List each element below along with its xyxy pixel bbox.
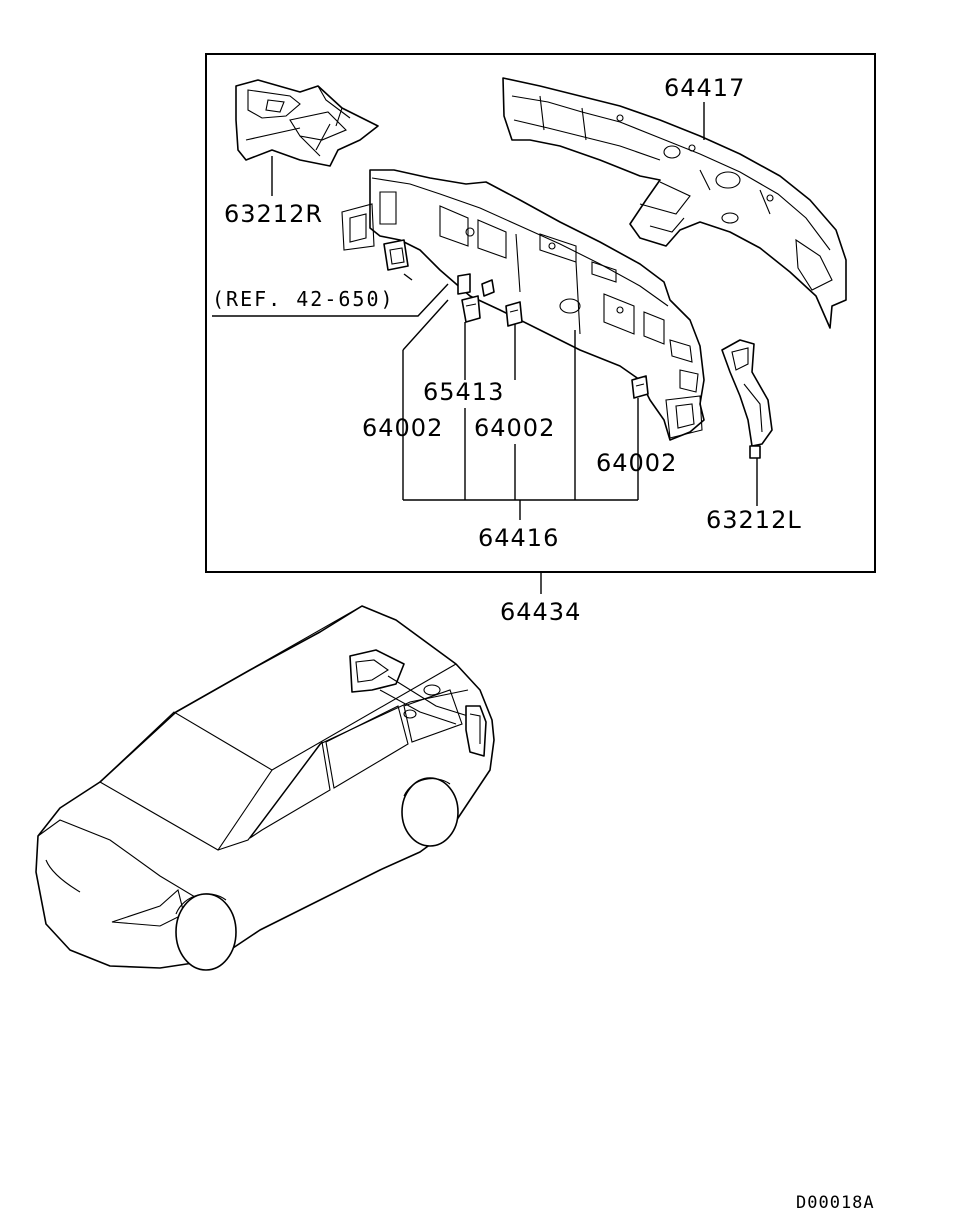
label-64417: 64417 xyxy=(664,74,745,102)
label-63212R: 63212R xyxy=(224,200,323,228)
clip-64002-left-drawing xyxy=(481,279,495,297)
part-63212R-drawing xyxy=(235,79,379,167)
clip-64002-right-drawing xyxy=(631,375,649,399)
part-64417-drawing xyxy=(502,77,847,329)
clip-65413-drawing xyxy=(457,273,481,323)
clip-64002-mid-drawing xyxy=(505,301,523,327)
ref-bracket-drawing xyxy=(383,239,409,271)
label-64002-left: 64002 xyxy=(362,414,443,442)
label-64434: 64434 xyxy=(500,598,581,626)
drawing-code: D00018A xyxy=(796,1193,875,1210)
vehicle-location-drawing xyxy=(35,605,495,971)
label-63212L: 63212L xyxy=(706,506,802,534)
part-64416-drawing xyxy=(341,169,705,441)
label-ref-42-650: (REF. 42-650) xyxy=(212,287,395,311)
part-63212L-drawing xyxy=(721,339,773,459)
label-64002-middle: 64002 xyxy=(474,414,555,442)
leader-lines xyxy=(212,102,758,594)
label-64002-right: 64002 xyxy=(596,449,677,477)
label-64416: 64416 xyxy=(478,524,559,552)
label-65413: 65413 xyxy=(423,378,504,406)
